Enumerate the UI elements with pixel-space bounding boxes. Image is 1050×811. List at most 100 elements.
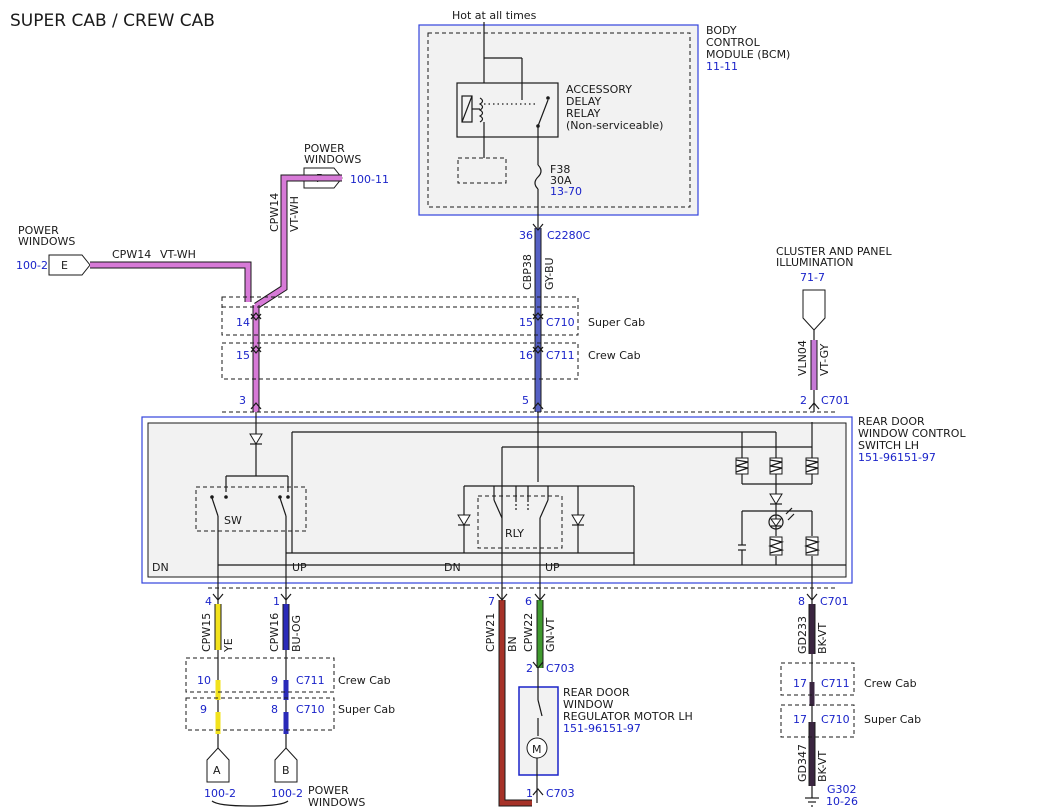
bcm-name-line3: MODULE (BCM) xyxy=(706,48,790,61)
switch-sw-label: SW xyxy=(224,514,242,527)
motor-color-bn: BN xyxy=(506,636,519,652)
pw-f-circuit: CPW14 xyxy=(268,193,281,232)
ground-color-2: BK-VT xyxy=(816,751,829,782)
switch-internal-wiring xyxy=(195,412,846,600)
bl-pin-a-3: 9 xyxy=(200,703,207,716)
motor-circuit-bn: CPW21 xyxy=(484,613,497,652)
connector-arrows xyxy=(212,223,820,796)
pw-e-circuit: CPW14 xyxy=(112,248,151,261)
wire-vt-wh[interactable] xyxy=(90,174,342,412)
ground-pin: 8 xyxy=(798,595,805,608)
switch-name-1: REAR DOOR xyxy=(858,415,925,428)
relay-label-4: (Non-serviceable) xyxy=(566,119,663,132)
pw-f-label-2: WINDOWS xyxy=(304,153,361,166)
cluster-ref[interactable]: 71-7 xyxy=(800,271,825,284)
ground-crew-conn[interactable]: C711 xyxy=(821,677,850,690)
bl-letter-b: B xyxy=(282,764,290,777)
cluster-circuit: VLN04 xyxy=(796,340,809,376)
switch-name-3: SWITCH LH xyxy=(858,439,919,452)
regulator-motor[interactable] xyxy=(518,668,559,803)
motor-color-gn: GN-VT xyxy=(544,617,557,652)
pw-f-ref[interactable]: 100-11 xyxy=(350,173,389,186)
pw-e-ref[interactable]: 100-2 xyxy=(16,259,48,272)
bl-label-1: POWER xyxy=(308,784,349,797)
bl-pin-b-1: 1 xyxy=(273,595,280,608)
pw-e-label-1: POWER xyxy=(18,224,59,237)
ground-circuit-2: GD347 xyxy=(796,744,809,782)
ground-color-1: BK-VT xyxy=(816,623,829,654)
cluster-connector-id[interactable]: C701 xyxy=(821,394,850,407)
pw-e-label-2: WINDOWS xyxy=(18,235,75,248)
motor-pin-bn: 7 xyxy=(488,595,495,608)
switch-up-mid: UP xyxy=(545,561,560,574)
bcm-internal-wiring xyxy=(456,22,559,230)
bcm-ref[interactable]: 11-11 xyxy=(706,60,738,73)
ground-circuit-1: GD233 xyxy=(796,616,809,654)
bl-color-b: BU-OG xyxy=(290,615,303,652)
motor-name-3: REGULATOR MOTOR LH xyxy=(563,710,693,723)
upper-left-pin-2: 15 xyxy=(236,349,250,362)
upper-c711[interactable]: C711 xyxy=(546,349,575,362)
bl-ref-a[interactable]: 100-2 xyxy=(204,787,236,800)
switch-rly-label: RLY xyxy=(505,527,524,540)
bl-c711[interactable]: C711 xyxy=(296,674,325,687)
motor-top-pin: 2 xyxy=(526,662,533,675)
upper-mid-pin-1: 15 xyxy=(519,316,533,329)
motor-symbol: M xyxy=(532,743,542,756)
ground-crew-pin: 17 xyxy=(793,677,807,690)
switch-dn-mid: DN xyxy=(444,561,461,574)
bl-ref-b[interactable]: 100-2 xyxy=(271,787,303,800)
upper-super-cab-label: Super Cab xyxy=(588,316,645,329)
upper-left-pin-1: 14 xyxy=(236,316,250,329)
pw-e-connector[interactable] xyxy=(48,254,91,276)
bcm-name-line2: CONTROL xyxy=(706,36,761,49)
bl-letter-a: A xyxy=(213,764,221,777)
bcm-name-line1: BODY xyxy=(706,24,737,37)
bl-connector-b[interactable] xyxy=(274,747,298,783)
ground-ref[interactable]: 10-26 xyxy=(826,795,858,808)
bl-pin-a-2: 10 xyxy=(197,674,211,687)
bcm-connector[interactable]: C2280C xyxy=(547,229,591,242)
wire-bn[interactable] xyxy=(498,600,532,807)
bl-label-2: WINDOWS xyxy=(308,796,365,809)
motor-bot-pin: 1 xyxy=(526,787,533,800)
bl-circuit-a: CPW15 xyxy=(200,613,213,652)
upper-c710[interactable]: C710 xyxy=(546,316,575,329)
bl-circuit-b: CPW16 xyxy=(268,613,281,652)
ground-super-cab: Super Cab xyxy=(864,713,921,726)
bcm-pin: 36 xyxy=(519,229,533,242)
bl-pin-b-2: 9 xyxy=(271,674,278,687)
bl-crew-cab: Crew Cab xyxy=(338,674,391,687)
pw-f-wire-color: VT-WH xyxy=(288,196,301,232)
switch-name-2: WINDOW CONTROL xyxy=(858,427,966,440)
ground-super-conn[interactable]: C710 xyxy=(821,713,850,726)
motor-name-1: REAR DOOR xyxy=(563,686,630,699)
inline-connectors-upper xyxy=(221,296,579,380)
switch-ref[interactable]: 151-96151-97 xyxy=(858,451,936,464)
ground-connector[interactable]: C701 xyxy=(820,595,849,608)
fuse-label-2: 30A xyxy=(550,174,572,187)
cluster-wire-color: VT-GY xyxy=(818,343,831,376)
ground-name[interactable]: G302 xyxy=(827,783,857,796)
bl-c710[interactable]: C710 xyxy=(296,703,325,716)
cluster-connector[interactable] xyxy=(802,289,826,331)
fuse-label-1: F38 xyxy=(550,163,570,176)
bcm-circuit: CBP38 xyxy=(521,254,534,290)
upper-crew-cab-label: Crew Cab xyxy=(588,349,641,362)
motor-ref[interactable]: 151-96151-97 xyxy=(563,722,641,735)
upper-left-pin-3: 3 xyxy=(239,394,246,407)
cluster-label-2: ILLUMINATION xyxy=(776,256,854,269)
motor-circuit-gn: CPW22 xyxy=(522,613,535,652)
cluster-pin: 2 xyxy=(800,394,807,407)
motor-name-2: WINDOW xyxy=(563,698,613,711)
bl-connector-a[interactable] xyxy=(206,747,230,783)
pw-e-letter: E xyxy=(61,259,68,272)
switch-resistors xyxy=(735,457,821,556)
rear-door-switch-module[interactable] xyxy=(141,416,853,584)
motor-bot-connector[interactable]: C703 xyxy=(546,787,575,800)
bcm-feed-label: Hot at all times xyxy=(452,9,537,22)
motor-top-connector[interactable]: C703 xyxy=(546,662,575,675)
motor-pin-gn: 6 xyxy=(525,595,532,608)
fuse-ref[interactable]: 13-70 xyxy=(550,185,582,198)
